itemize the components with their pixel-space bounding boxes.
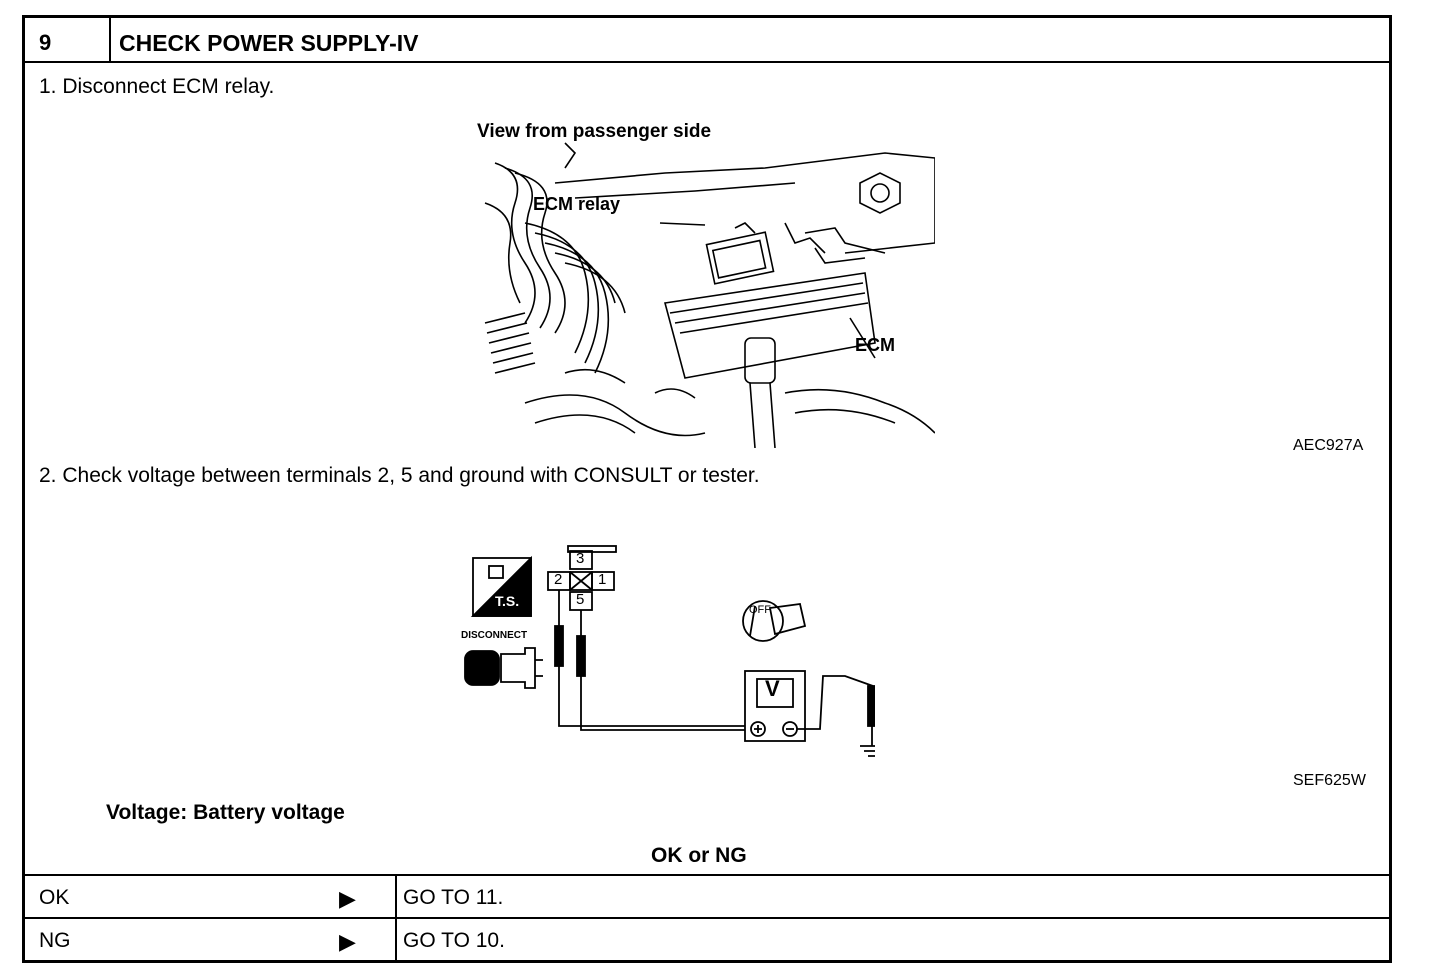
- result-question: OK or NG: [651, 844, 747, 867]
- view-label: View from passenger side: [477, 121, 712, 142]
- result-column-divider: [395, 874, 397, 963]
- instruction-step-2: 2. Check voltage between terminals 2, 5 …: [39, 464, 760, 487]
- result-top-divider: [25, 874, 1389, 876]
- voltage-check-diagram: [464, 545, 875, 757]
- disconnect-label: DISCONNECT: [461, 630, 528, 641]
- arrow-right-icon: ▶: [339, 886, 356, 911]
- terminal-5-label: 5: [576, 591, 585, 608]
- terminal-2-label: 2: [554, 571, 563, 588]
- ecm-relay-label: ECM relay: [533, 194, 621, 214]
- result-ok-label: OK: [39, 886, 70, 909]
- ignition-off-label: OFF: [749, 604, 771, 616]
- voltage-spec: Voltage: Battery voltage: [106, 801, 345, 824]
- figure-2-code: SEF625W: [1293, 772, 1366, 789]
- procedure-table: 9 CHECK POWER SUPPLY-IV 1. Disconnect EC…: [22, 15, 1392, 963]
- result-ng-action: GO TO 10.: [403, 929, 505, 952]
- step-number: 9: [39, 30, 52, 55]
- header-column-divider: [109, 18, 111, 61]
- voltmeter-label: V: [765, 676, 780, 701]
- result-ng-label: NG: [39, 929, 71, 952]
- ecm-relay-location-illustration: [484, 142, 935, 448]
- arrow-right-icon: ▶: [339, 929, 356, 954]
- figure-1-code: AEC927A: [1293, 437, 1364, 454]
- result-ok-action: GO TO 11.: [403, 886, 504, 909]
- terminal-3-label: 3: [576, 550, 585, 567]
- header-divider: [25, 61, 1389, 63]
- ecm-label: ECM: [855, 335, 895, 355]
- step-title: CHECK POWER SUPPLY-IV: [119, 30, 419, 56]
- ts-label: T.S.: [495, 593, 520, 609]
- instruction-step-1: 1. Disconnect ECM relay.: [39, 75, 275, 98]
- result-row-divider: [25, 917, 1389, 919]
- terminal-1-label: 1: [598, 571, 607, 588]
